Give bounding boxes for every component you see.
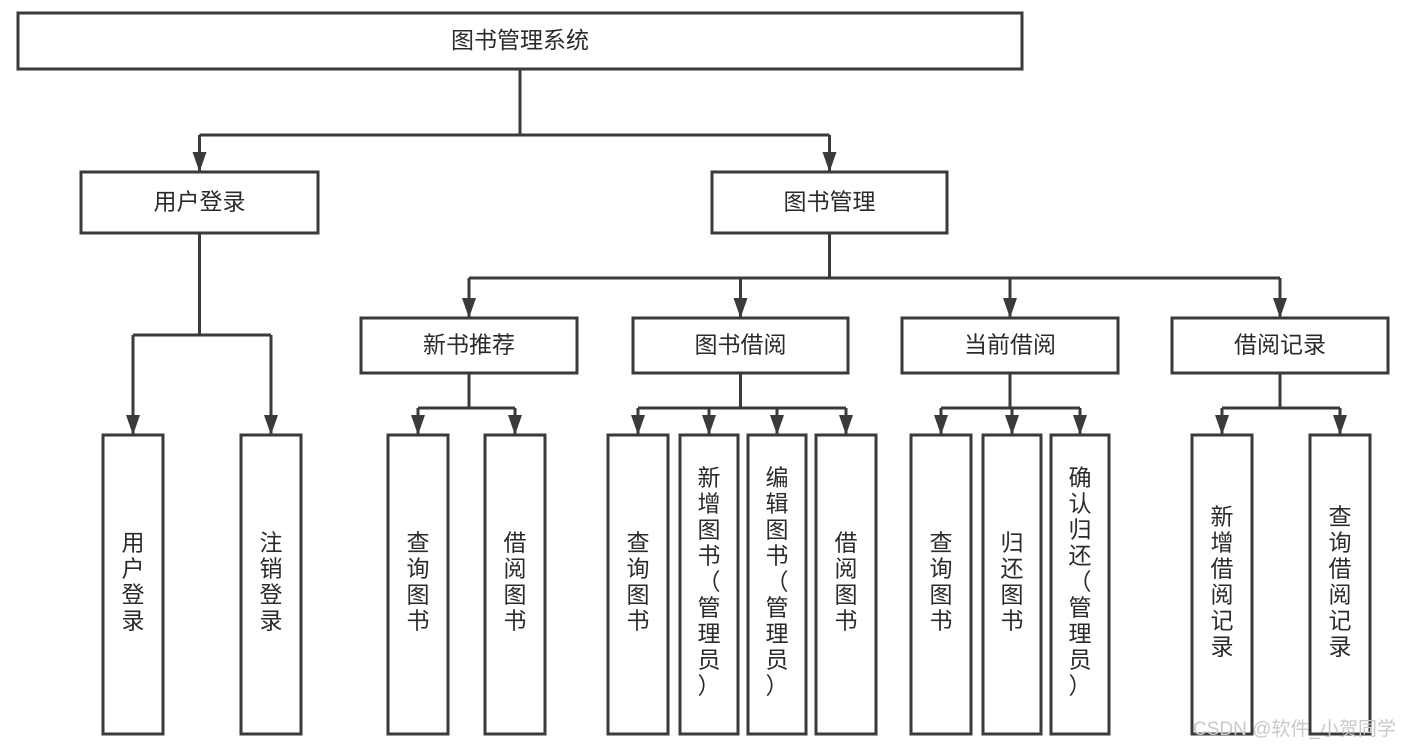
node-leaf-return-book[interactable]: 归还图书: [981, 433, 1043, 736]
arrow-head-icon: [770, 415, 784, 435]
node-leaf-query-book-current[interactable]: 查询图书: [909, 433, 973, 736]
node-borrow-record[interactable]: 借阅记录: [1170, 316, 1390, 375]
node-box-book-borrow[interactable]: [631, 316, 850, 375]
arrow-head-icon: [462, 298, 476, 318]
node-leaf-user-login[interactable]: 用户登录: [101, 433, 165, 736]
arrow-head-icon: [733, 298, 748, 318]
arrow-head-icon: [264, 415, 278, 435]
arrow-head-icon: [1005, 415, 1019, 435]
node-label-book-borrow: 图书借阅: [695, 332, 787, 358]
node-box-book-manage[interactable]: [710, 170, 949, 235]
arrow-head-icon: [934, 415, 948, 435]
node-book-manage[interactable]: 图书管理: [710, 170, 949, 235]
node-label-book-manage: 图书管理: [784, 189, 876, 215]
node-leaf-edit-book-admin[interactable]: 编辑图书（管理员）: [746, 433, 808, 736]
arrow-head-icon: [1273, 298, 1287, 318]
arrow-head-icon: [508, 415, 522, 435]
node-leaf-logout[interactable]: 注销登录: [239, 433, 303, 736]
node-label-leaf-query-book-borrow: 查询图书: [627, 530, 650, 634]
node-current-borrow[interactable]: 当前借阅: [900, 316, 1120, 375]
node-leaf-query-borrow-record[interactable]: 查询借阅记录: [1308, 433, 1372, 736]
node-leaf-add-borrow-record[interactable]: 新增借阅记录: [1190, 433, 1254, 736]
node-box-leaf-add-borrow-record[interactable]: [1190, 433, 1254, 736]
node-label-current-borrow: 当前借阅: [964, 332, 1056, 358]
node-label-user-login: 用户登录: [154, 189, 246, 215]
arrow-head-icon: [839, 415, 853, 435]
node-book-borrow[interactable]: 图书借阅: [631, 316, 850, 375]
node-box-leaf-query-borrow-record[interactable]: [1308, 433, 1372, 736]
node-leaf-confirm-return-admin[interactable]: 确认归还（管理员）: [1049, 433, 1111, 736]
node-box-new-book-recommend[interactable]: [359, 316, 579, 375]
node-label-leaf-edit-book-admin: 编辑图书（管理员）: [766, 465, 789, 699]
arrow-head-icon: [1215, 415, 1229, 435]
node-box-leaf-query-book-current[interactable]: [909, 433, 973, 736]
arrow-head-icon: [631, 415, 645, 435]
node-leaf-add-book-admin[interactable]: 新增图书（管理员）: [678, 433, 740, 736]
node-box-borrow-record[interactable]: [1170, 316, 1390, 375]
node-label-leaf-return-book: 归还图书: [1001, 530, 1024, 634]
node-box-leaf-borrow-book[interactable]: [814, 433, 878, 736]
node-label-leaf-user-login: 用户登录: [122, 530, 145, 634]
arrow-head-icon: [702, 415, 716, 435]
node-root[interactable]: 图书管理系统: [16, 11, 1024, 71]
node-box-leaf-return-book[interactable]: [981, 433, 1043, 736]
node-box-user-login[interactable]: [79, 170, 320, 235]
node-label-root: 图书管理系统: [451, 27, 589, 53]
arrow-head-icon: [411, 415, 425, 435]
node-box-leaf-add-book-admin[interactable]: [678, 433, 740, 736]
node-leaf-borrow-book-rec[interactable]: 借阅图书: [483, 433, 547, 736]
node-box-leaf-query-book-rec[interactable]: [386, 433, 450, 736]
node-label-leaf-query-book-current: 查询图书: [930, 530, 953, 634]
node-label-borrow-record: 借阅记录: [1234, 332, 1326, 358]
node-new-book-recommend[interactable]: 新书推荐: [359, 316, 579, 375]
node-label-new-book-recommend: 新书推荐: [423, 332, 515, 358]
arrow-head-icon: [1073, 415, 1087, 435]
node-box-current-borrow[interactable]: [900, 316, 1120, 375]
node-user-login[interactable]: 用户登录: [79, 170, 320, 235]
arrow-head-icon: [1003, 298, 1017, 318]
csdn-watermark: CSDN @软件_小贺同学: [1193, 718, 1396, 740]
node-label-leaf-query-book-rec: 查询图书: [407, 530, 430, 634]
arrow-head-icon: [192, 152, 207, 172]
diagram-nodes-group: 图书管理系统用户登录图书管理新书推荐图书借阅当前借阅借阅记录用户登录注销登录查询…: [16, 11, 1390, 736]
node-leaf-query-book-rec[interactable]: 查询图书: [386, 433, 450, 736]
node-label-leaf-confirm-return-admin: 确认归还（管理员）: [1069, 465, 1092, 699]
node-box-leaf-logout[interactable]: [239, 433, 303, 736]
node-leaf-query-book-borrow[interactable]: 查询图书: [606, 433, 670, 736]
node-box-leaf-user-login[interactable]: [101, 433, 165, 736]
node-label-leaf-query-borrow-record: 查询借阅记录: [1329, 504, 1352, 660]
node-box-leaf-confirm-return-admin[interactable]: [1049, 433, 1111, 736]
node-label-leaf-borrow-book-rec: 借阅图书: [504, 530, 527, 634]
node-leaf-borrow-book[interactable]: 借阅图书: [814, 433, 878, 736]
node-label-leaf-add-book-admin: 新增图书（管理员）: [698, 465, 721, 699]
arrow-head-icon: [822, 152, 837, 172]
node-box-leaf-edit-book-admin[interactable]: [746, 433, 808, 736]
node-label-leaf-logout: 注销登录: [260, 530, 283, 634]
arrow-head-icon: [1333, 415, 1347, 435]
connector-lines-group: [126, 69, 1347, 435]
node-label-leaf-borrow-book: 借阅图书: [835, 530, 858, 634]
arrow-head-icon: [126, 415, 140, 435]
node-box-leaf-query-book-borrow[interactable]: [606, 433, 670, 736]
node-box-leaf-borrow-book-rec[interactable]: [483, 433, 547, 736]
node-label-leaf-add-borrow-record: 新增借阅记录: [1211, 504, 1234, 660]
node-box-root[interactable]: [16, 11, 1024, 71]
